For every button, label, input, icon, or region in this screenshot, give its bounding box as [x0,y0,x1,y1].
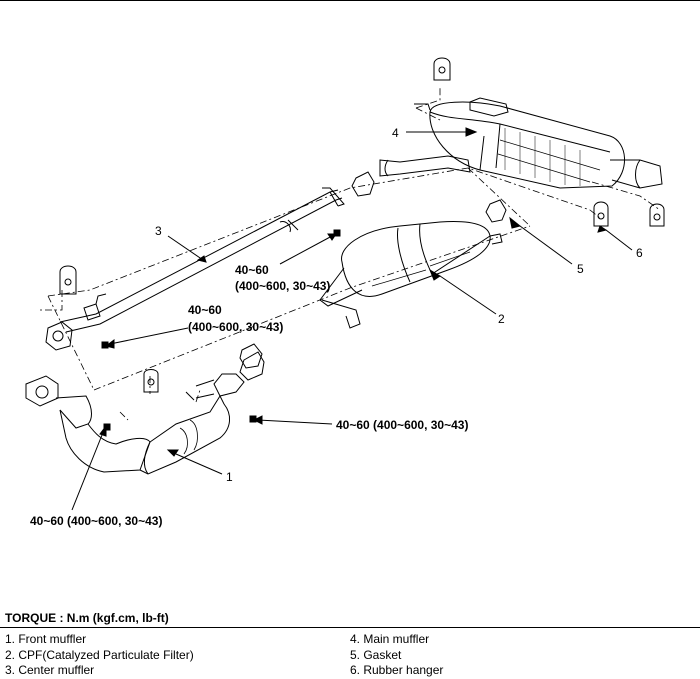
legend-separator [0,627,700,628]
gaskets [239,171,507,369]
callout-2: 2 [498,312,505,326]
legend-left: 1. Front muffler 2. CPF(Catalyzed Partic… [5,632,194,679]
center-muffler [45,155,471,351]
torque-center-upper-1: 40~60 [235,263,269,277]
torque-title: TORQUE : N.m (kgf.cm, lb-ft) [5,611,169,625]
callout-1: 1 [226,470,233,484]
cpf [319,221,503,329]
legend-item-1: 1. Front muffler [5,632,87,646]
front-muffler [25,351,265,475]
legend-item-3: 3. Center muffler [5,663,95,677]
top-border [0,0,700,1]
callout-5: 5 [577,262,584,276]
legend-item-2: 2. CPF(Catalyzed Particulate Filter) [5,647,194,662]
legend-item-4: 4. Main muffler [350,632,430,646]
assembly-guides [40,86,661,421]
torque-center-lower-2: (400~600, 30~43) [188,320,283,334]
legend-item-6: 6. Rubber hanger [350,663,444,677]
torque-front-left: 40~60 (400~600, 30~43) [30,514,162,528]
rubber-hangers [59,57,665,393]
callout-6: 6 [636,246,643,260]
main-muffler [414,97,663,189]
torque-center-lower-1: 40~60 [188,303,222,317]
legend-right: 4. Main muffler 5. Gasket 6. Rubber hang… [350,632,443,679]
exhaust-system-diagram: 1 2 3 4 5 6 40~60 (400~600, 30~43) 40~60… [25,57,665,528]
fasteners [101,229,341,431]
torque-center-upper-2: (400~600, 30~43) [235,279,330,293]
torque-front-right: 40~60 (400~600, 30~43) [336,418,468,432]
callout-4: 4 [392,126,399,140]
legend-item-5: 5. Gasket [350,647,402,662]
leader-lines [71,127,633,511]
callout-3: 3 [155,224,162,238]
